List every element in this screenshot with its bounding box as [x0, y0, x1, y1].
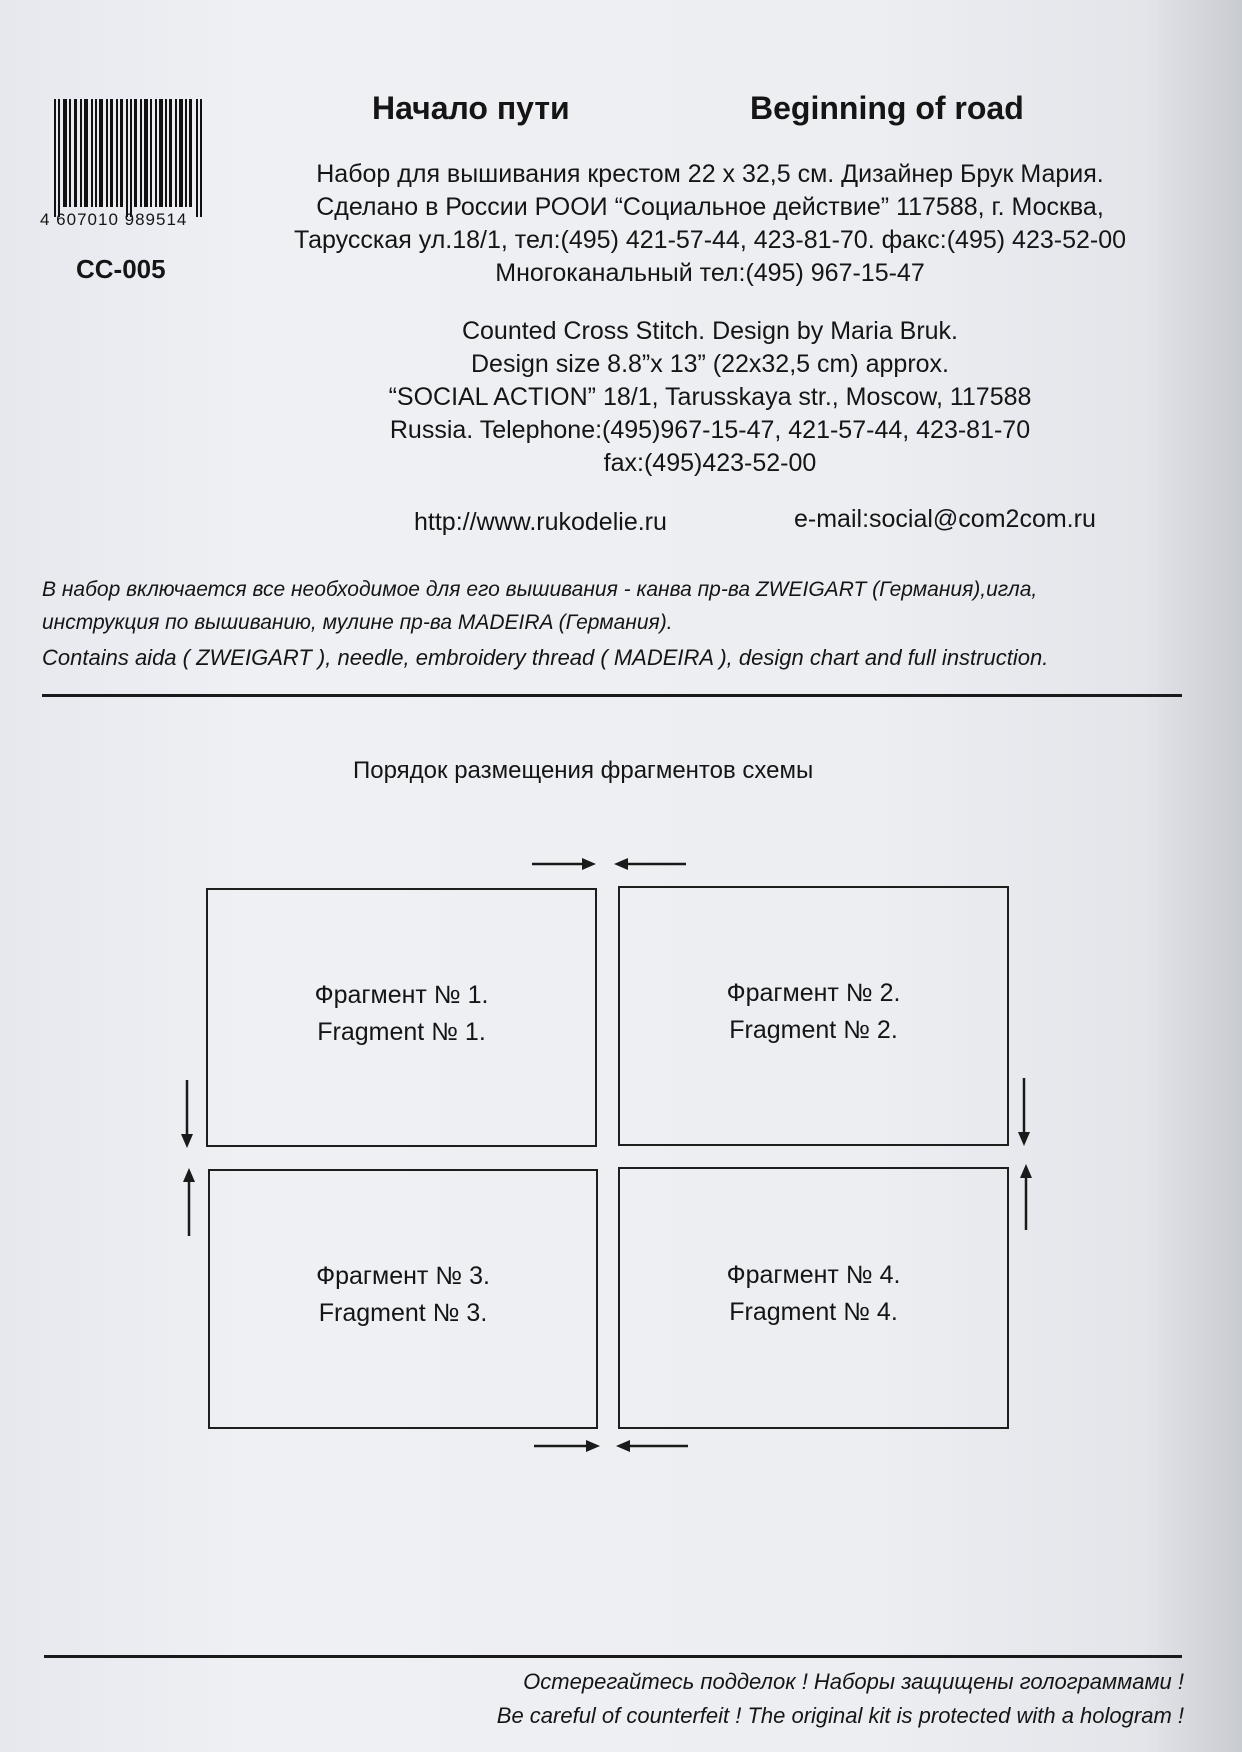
fragment-box-2: Фрагмент № 2. Fragment № 2.: [618, 886, 1009, 1146]
info-line: Design size 8.8”x 13” (22x32,5 cm) appro…: [471, 350, 949, 378]
fragment-label-ru: Фрагмент № 1.: [314, 980, 489, 1009]
divider-top: [42, 694, 1182, 697]
info-line: Сделано в России РООИ “Социальное действ…: [316, 193, 1104, 221]
arrow-right-icon: [582, 858, 596, 870]
info-line: Многоканальный тел:(495) 967-15-47: [495, 259, 925, 287]
kit-contents-russian: В набор включается все необходимое для е…: [42, 573, 1037, 639]
info-russian: Набор для вышивания крестом 22 х 32,5 см…: [210, 158, 1210, 290]
info-english: Counted Cross Stitch. Design by Maria Br…: [210, 315, 1210, 480]
fragment-label-ru: Фрагмент № 2.: [726, 979, 901, 1007]
info-line: Russia. Telephone:(495)967-15-47, 421-57…: [389, 416, 1031, 444]
arrow-down-icon: [1018, 1132, 1030, 1146]
info-line: “SOCIAL ACTION” 18/1, Tarusskaya str., M…: [388, 383, 1032, 411]
title-english: Beginning of road: [750, 90, 1024, 126]
fragment-label-en: Fragment № 4.: [729, 1298, 898, 1326]
divider-bottom: [44, 1655, 1182, 1658]
fragment-box-4: Фрагмент № 4. Fragment № 4.: [618, 1167, 1009, 1429]
info-line: Counted Cross Stitch. Design by Maria Br…: [461, 317, 959, 345]
website-link[interactable]: http://www.rukodelie.ru: [414, 508, 667, 536]
title-russian: Начало пути: [372, 90, 570, 126]
contents-line: инструкция по вышиванию, мулине пр-ва MA…: [42, 611, 673, 634]
arrow-up-icon: [1020, 1164, 1032, 1178]
fragment-box-3: Фрагмент № 3. Fragment № 3.: [208, 1169, 598, 1429]
info-line: Набор для вышивания крестом 22 х 32,5 см…: [316, 160, 1104, 188]
email-link[interactable]: e-mail:social@com2com.ru: [794, 505, 1096, 533]
arrow-down-icon: [181, 1134, 193, 1148]
fragment-label-en: Fragment № 1.: [317, 1017, 486, 1046]
info-line: Тарусская ул.18/1, тел:(495) 421-57-44, …: [293, 226, 1127, 254]
fragment-box-1: Фрагмент № 1. Fragment № 1.: [206, 888, 597, 1147]
scheme-title: Порядок размещения фрагментов схемы: [353, 757, 814, 784]
kit-contents-english: Contains aida ( ZWEIGART ), needle, embr…: [42, 645, 1049, 670]
fragment-label-en: Fragment № 3.: [318, 1299, 488, 1327]
fragment-label-ru: Фрагмент № 4.: [726, 1261, 901, 1289]
arrow-left-icon: [616, 1440, 630, 1452]
info-line: fax:(495)423-52-00: [603, 449, 817, 477]
arrow-left-icon: [614, 858, 628, 870]
contents-line: В набор включается все необходимое для е…: [42, 578, 1038, 601]
counterfeit-warning-russian: Остерегайтесь подделок ! Наборы защищены…: [523, 1669, 1184, 1694]
barcode-number: 4 607010 989514: [40, 210, 188, 229]
arrow-right-icon: [586, 1440, 600, 1452]
barcode: [54, 99, 202, 217]
article-code: CC-005: [76, 254, 166, 284]
fragment-label-en: Fragment № 2.: [729, 1016, 898, 1044]
arrow-up-icon: [183, 1168, 195, 1182]
fragment-label-ru: Фрагмент № 3.: [316, 1262, 490, 1290]
counterfeit-warning-english: Be careful of counterfeit ! The original…: [496, 1703, 1184, 1728]
